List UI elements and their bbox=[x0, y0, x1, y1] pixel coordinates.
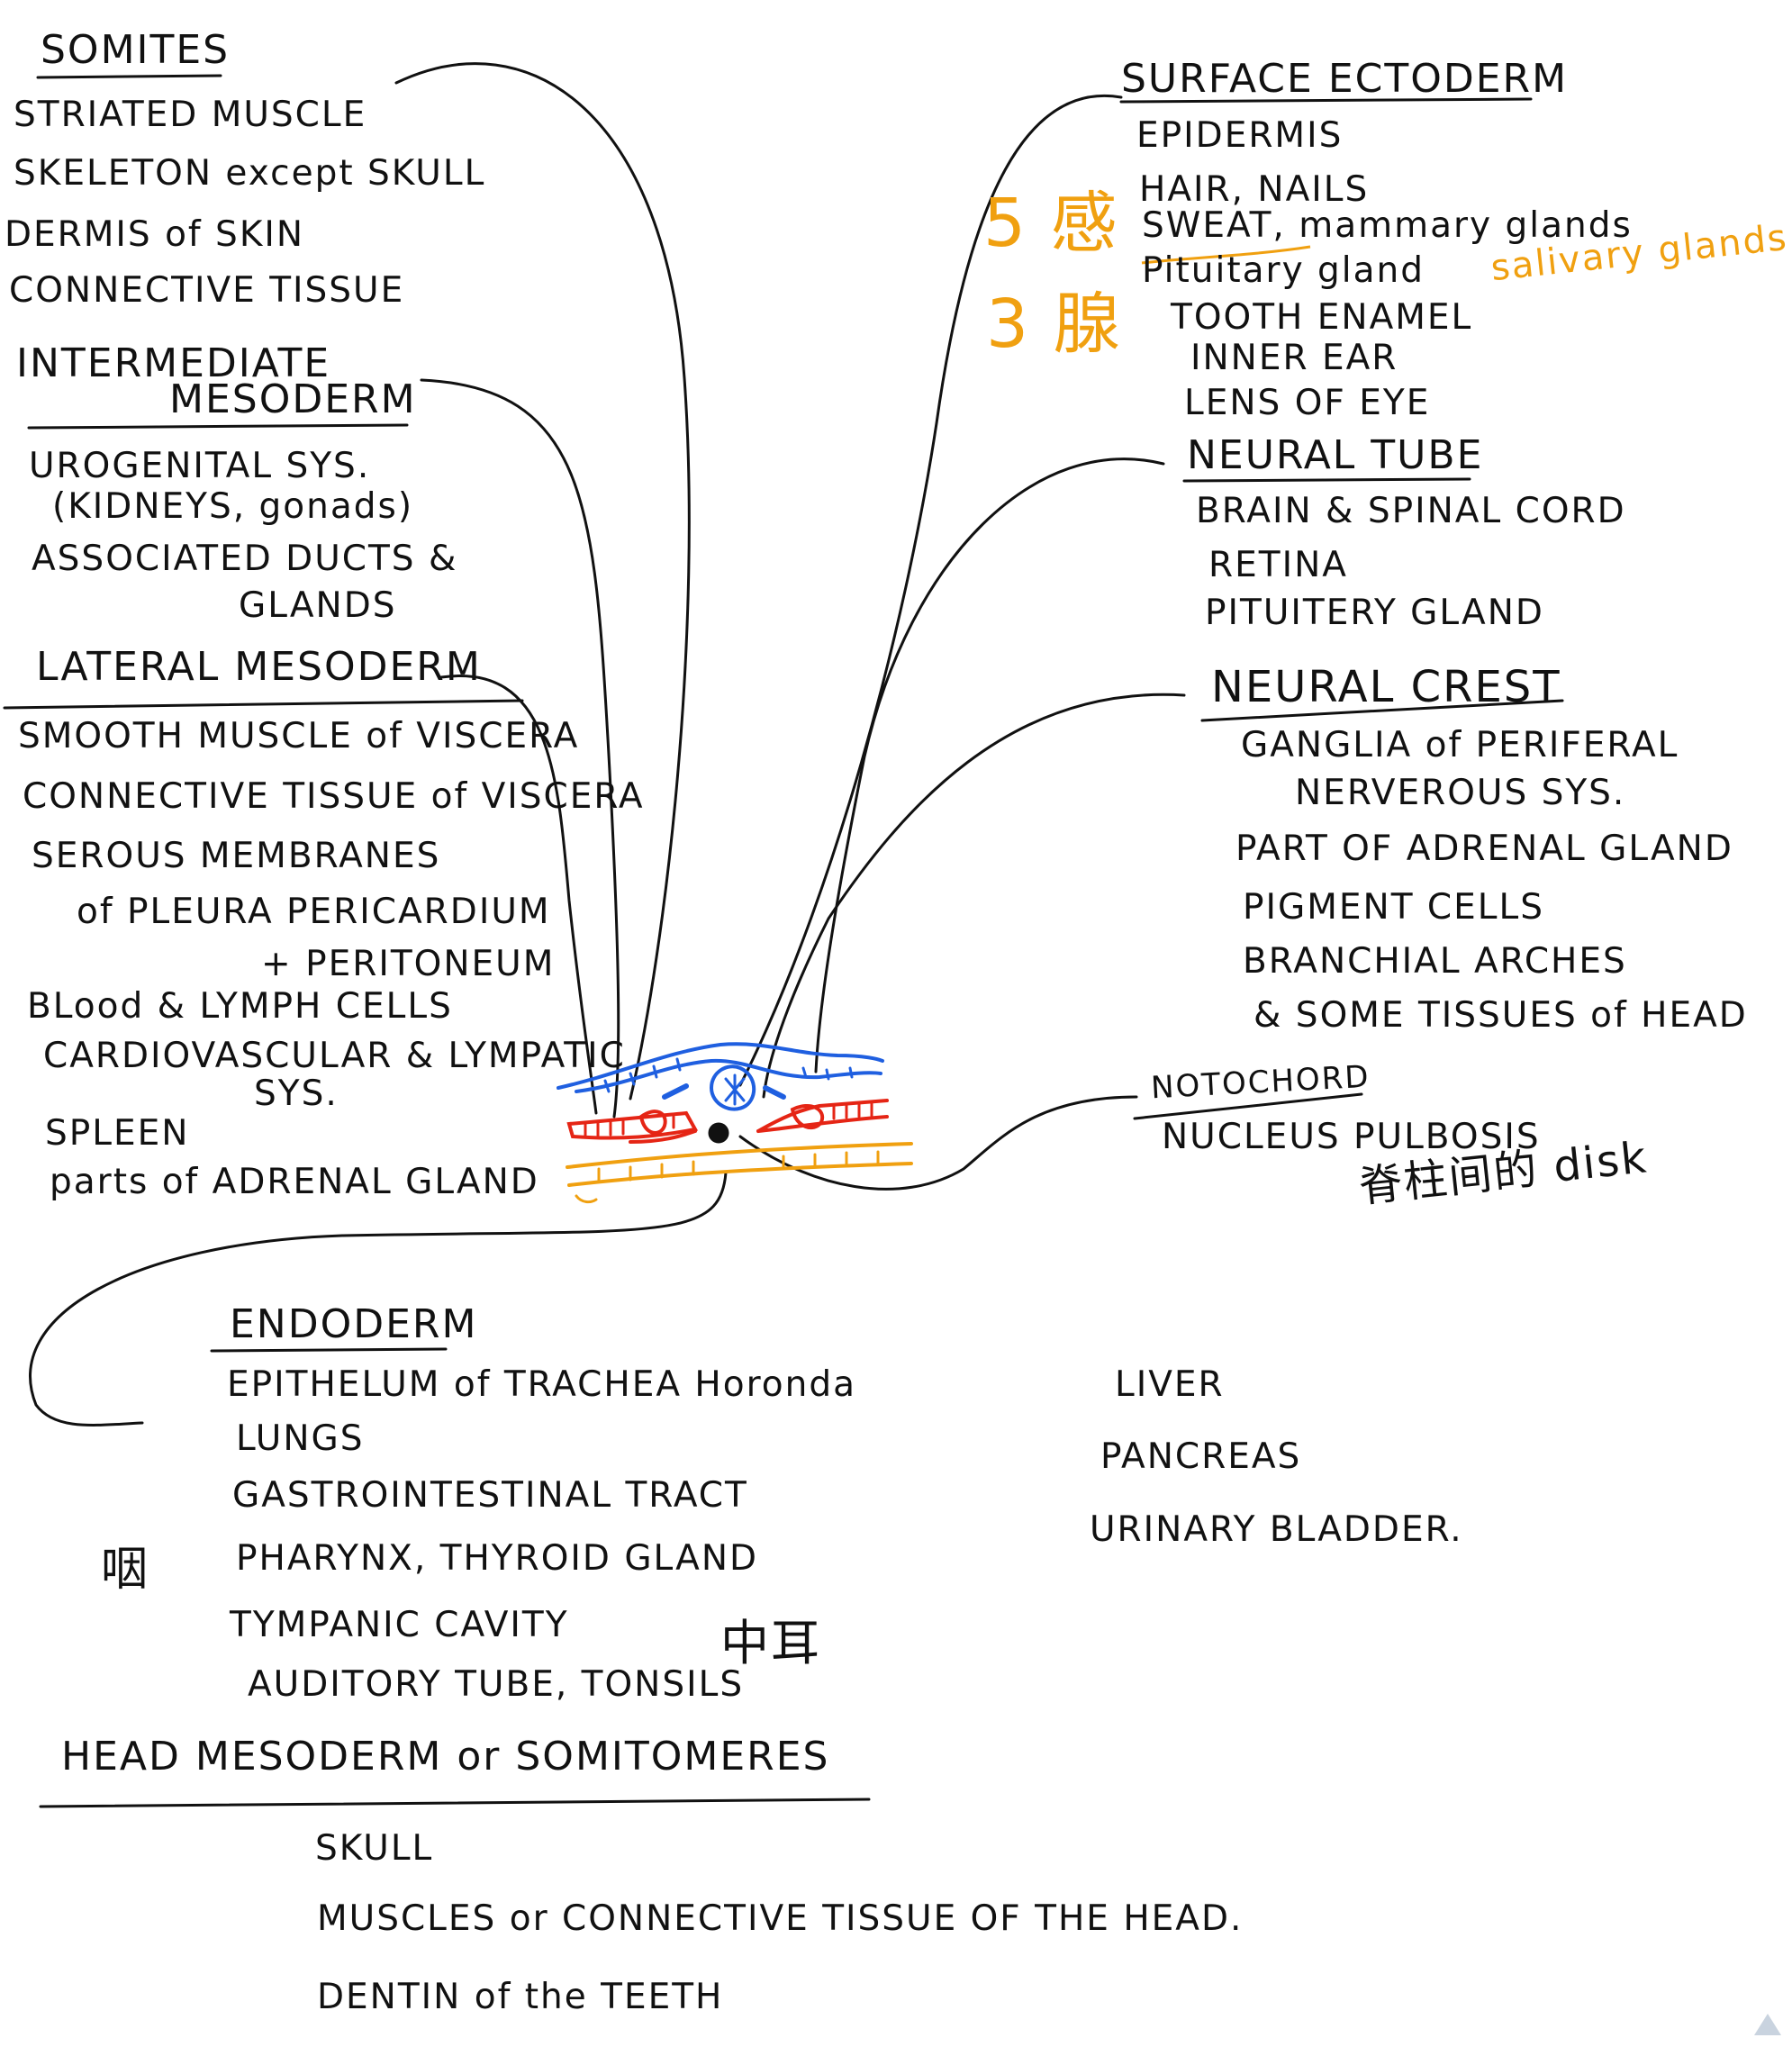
somites-underline bbox=[36, 74, 222, 79]
somites-item-dermis: DERMIS of SKIN bbox=[5, 214, 305, 255]
somite-left bbox=[638, 1110, 667, 1135]
three-glands-note: 3 腺 bbox=[986, 285, 1122, 363]
surface-ectoderm-underline bbox=[1119, 97, 1533, 104]
endoderm-item-urinary-bladder: URINARY BLADDER. bbox=[1090, 1509, 1463, 1550]
endoderm-item-pharynx: PHARYNX, THYROID GLAND bbox=[236, 1538, 759, 1579]
mesoderm-layer-left bbox=[566, 1110, 699, 1140]
endoderm-item-gastrointestinal: GASTROINTESTINAL TRACT bbox=[232, 1475, 748, 1516]
notochord-connector bbox=[738, 1095, 1138, 1191]
lateral-item-adrenal: parts of ADRENAL GLAND bbox=[50, 1162, 539, 1202]
neural-crest-underline bbox=[1200, 699, 1564, 722]
somites-title: SOMITES bbox=[41, 27, 231, 73]
neural-tube-title: NEURAL TUBE bbox=[1187, 432, 1484, 478]
endoderm-underline bbox=[210, 1347, 448, 1353]
ectoderm-item-tooth-enamel: TOOTH ENAMEL bbox=[1171, 297, 1473, 338]
lateral-item-blood-lymph: BLood & LYMPH CELLS bbox=[27, 986, 453, 1027]
somites-item-skeleton: SKELETON except SKULL bbox=[14, 153, 486, 194]
lateral-item-serous-membranes: SEROUS MEMBRANES bbox=[32, 836, 441, 876]
sweat-orange-underline bbox=[1141, 245, 1311, 265]
ectoderm-item-sweat: SWEAT, mammary glands bbox=[1142, 205, 1633, 246]
intermediate-item-kidneys: (KIDNEYS, gonads) bbox=[52, 486, 414, 527]
mesoderm-edge-left bbox=[629, 1129, 697, 1144]
head-mesoderm-item-dentin: DENTIN of the TEETH bbox=[317, 1977, 724, 2017]
middle-ear-note: 中耳 bbox=[720, 1615, 821, 1671]
neural-tube-underline bbox=[1182, 477, 1471, 483]
head-mesoderm-title: HEAD MESODERM or SOMITOMERES bbox=[61, 1734, 830, 1780]
lateral-item-cardiovascular: CARDIOVASCULAR & LYMPATIC bbox=[43, 1036, 626, 1076]
head-mesoderm-item-skull: SKULL bbox=[315, 1828, 434, 1869]
neural-tube-connector bbox=[814, 457, 1165, 1073]
intermediate-item-urogenital: UROGENITAL SYS. bbox=[29, 446, 371, 486]
neural-crest-item-branchial: BRANCHIAL ARCHES bbox=[1243, 941, 1627, 982]
neural-crest-connector bbox=[762, 693, 1186, 1099]
neural-crest-item-tissues-head: & SOME TISSUES of HEAD bbox=[1253, 995, 1748, 1036]
neural-tube-item-brain: BRAIN & SPINAL CORD bbox=[1196, 491, 1626, 531]
somites-connector bbox=[394, 62, 691, 1100]
lateral-mesoderm-title: LATERAL MESODERM bbox=[36, 644, 482, 690]
endoderm-item-liver: LIVER bbox=[1115, 1364, 1225, 1405]
scroll-up-arrow-icon[interactable] bbox=[1754, 2014, 1781, 2035]
neural-crest-item-pigment: PIGMENT CELLS bbox=[1243, 887, 1545, 928]
neural-crest-item-nervous: NERVEROUS SYS. bbox=[1295, 773, 1626, 813]
neural-tube-item-retina: RETINA bbox=[1208, 545, 1348, 585]
neural-crest-mark-right bbox=[763, 1085, 786, 1100]
neural-tube-item-pituitery: PITUITERY GLAND bbox=[1205, 593, 1544, 633]
notochord-item-nucleus: NUCLEUS PULBOSIS bbox=[1162, 1117, 1541, 1157]
intermediate-mesoderm-title-1: INTERMEDIATE bbox=[16, 340, 331, 386]
surface-ectoderm-title: SURFACE ECTODERM bbox=[1121, 56, 1569, 102]
embryo-cross-section bbox=[557, 1042, 913, 1204]
ectoderm-item-pituitary: Pituitary gland bbox=[1142, 250, 1425, 291]
intermediate-item-ducts: ASSOCIATED DUCTS & bbox=[32, 539, 458, 579]
head-mesoderm-underline bbox=[39, 1798, 871, 1808]
endoderm-title: ENDODERM bbox=[230, 1301, 478, 1347]
intermediate-mesoderm-title-2: MESODERM bbox=[169, 376, 417, 422]
endoderm-item-pancreas: PANCREAS bbox=[1100, 1436, 1302, 1477]
pharynx-note: 咽 bbox=[101, 1543, 150, 1597]
somite-right bbox=[790, 1104, 825, 1130]
endoderm-item-auditory: AUDITORY TUBE, TONSILS bbox=[248, 1664, 745, 1705]
endoderm-layer bbox=[566, 1142, 913, 1169]
neural-tube-circle bbox=[709, 1064, 756, 1111]
ectoderm-layer-inner bbox=[575, 1058, 882, 1093]
neural-crest-mark-left bbox=[662, 1083, 689, 1100]
intermediate-mesoderm-connector bbox=[420, 378, 620, 1119]
endoderm-item-tympanic: TYMPANIC CAVITY bbox=[230, 1605, 569, 1645]
five-senses-note: 5 感 bbox=[983, 185, 1119, 262]
lateral-item-smooth-muscle: SMOOTH MUSCLE of VISCERA bbox=[18, 716, 580, 756]
intermediate-mesoderm-underline bbox=[27, 423, 409, 430]
surface-ectoderm-connector bbox=[738, 94, 1123, 1087]
somites-item-striated-muscle: STRIATED MUSCLE bbox=[14, 95, 367, 135]
ectoderm-item-epidermis: EPIDERMIS bbox=[1136, 115, 1344, 156]
notochord-underline bbox=[1133, 1092, 1363, 1120]
ectoderm-item-lens: LENS OF EYE bbox=[1184, 383, 1431, 423]
ectoderm-layer bbox=[557, 1042, 884, 1090]
somites-item-connective-tissue: CONNECTIVE TISSUE bbox=[9, 270, 405, 311]
endoderm-item-trachea: EPITHELUM of TRACHEA Horonda bbox=[227, 1364, 857, 1405]
ectoderm-item-hair-nails: HAIR, NAILS bbox=[1139, 169, 1370, 210]
lateral-mesoderm-underline bbox=[3, 699, 524, 710]
neural-crest-item-adrenal: PART OF ADRENAL GLAND bbox=[1235, 829, 1733, 869]
neural-crest-title: NEURAL CREST bbox=[1211, 662, 1561, 712]
lateral-item-connective-tissue: CONNECTIVE TISSUE of VISCERA bbox=[23, 776, 645, 817]
head-mesoderm-item-muscles: MUSCLES or CONNECTIVE TISSUE OF THE HEAD… bbox=[317, 1898, 1244, 1939]
ectoderm-item-inner-ear: INNER EAR bbox=[1190, 338, 1398, 378]
lateral-mesoderm-connector bbox=[439, 675, 598, 1115]
neural-crest-item-ganglia: GANGLIA of PERIFERAL bbox=[1241, 725, 1679, 765]
lateral-item-sys: SYS. bbox=[254, 1073, 339, 1114]
endoderm-connector bbox=[29, 1171, 728, 1427]
lateral-item-peritoneum: + PERITONEUM bbox=[261, 944, 556, 984]
lateral-item-pleura: of PLEURA PERICARDIUM bbox=[77, 892, 551, 932]
lateral-item-spleen: SPLEEN bbox=[45, 1113, 190, 1154]
endoderm-item-lungs: LUNGS bbox=[236, 1418, 365, 1459]
intermediate-item-glands: GLANDS bbox=[239, 585, 397, 626]
notochord-dot bbox=[708, 1122, 729, 1144]
endoderm-layer-lower bbox=[567, 1162, 913, 1187]
